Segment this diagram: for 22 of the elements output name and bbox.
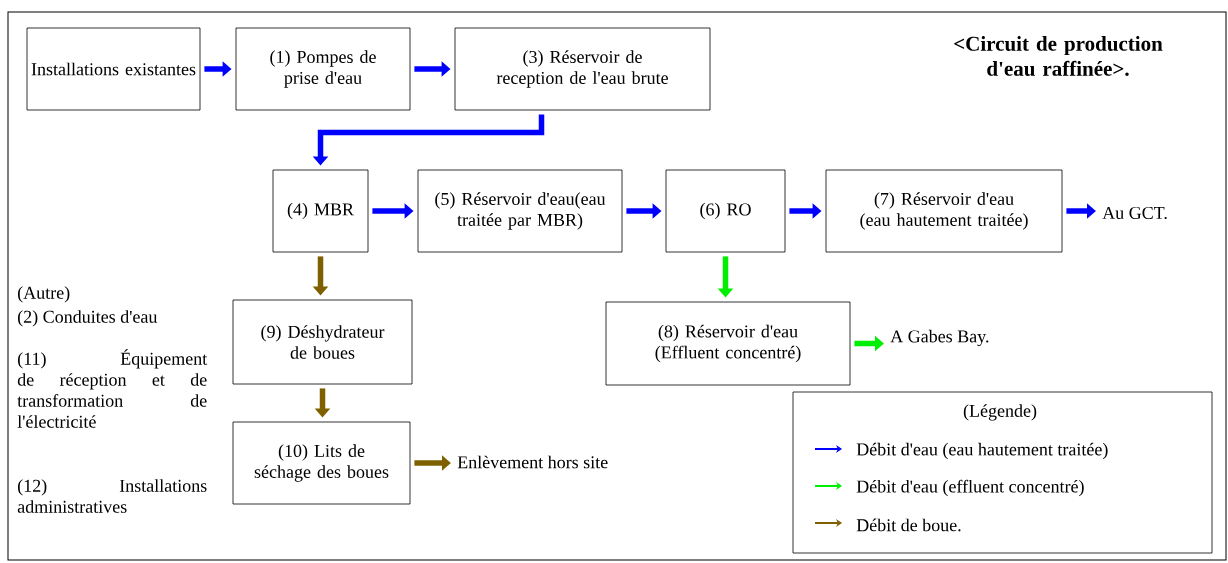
note-text: (12) Installations administratives (17, 479, 207, 513)
process-box: (6) RO (665, 169, 786, 253)
destination-label: A Gabes Bay. (890, 329, 989, 347)
legend-label: Débit d'eau (effluent concentré) (856, 479, 1084, 497)
process-box: (9) Déshydrateur de boues (232, 299, 413, 385)
process-box: (4) MBR (272, 169, 369, 253)
process-box: (5) Réservoir d'eau(eau traitée par MBR) (417, 169, 623, 253)
process-box: Installations existantes (26, 27, 201, 111)
process-box: (7) Réservoir d'eau (eau hautement traitée) (825, 169, 1063, 253)
legend-label: Débit de boue. (856, 518, 961, 532)
legend-heading: (Légende) (963, 404, 1037, 421)
legend-label: Débit d'eau (eau hautement traitée) (856, 442, 1108, 460)
destination-label: Enlèvement hors site (457, 455, 608, 469)
note-text: (11) Équipement de réception et de transformation de l'électricité (17, 349, 208, 428)
note-text: (Autre) (18, 286, 70, 303)
title: <Circuit de production d'eau raffinée>. (954, 36, 1163, 76)
process-box: (3) Réservoir de reception de l'eau brute (454, 27, 711, 111)
note-text: (2) Conduites d'eau (18, 310, 158, 327)
process-box: (8) Réservoir d'eau (Effluent concentré) (605, 301, 851, 386)
process-box: (1) Pompes de prise d'eau (235, 27, 411, 111)
process-box: (10) Lits de séchage des boues (232, 421, 411, 505)
destination-label: Au GCT. (1102, 206, 1167, 220)
